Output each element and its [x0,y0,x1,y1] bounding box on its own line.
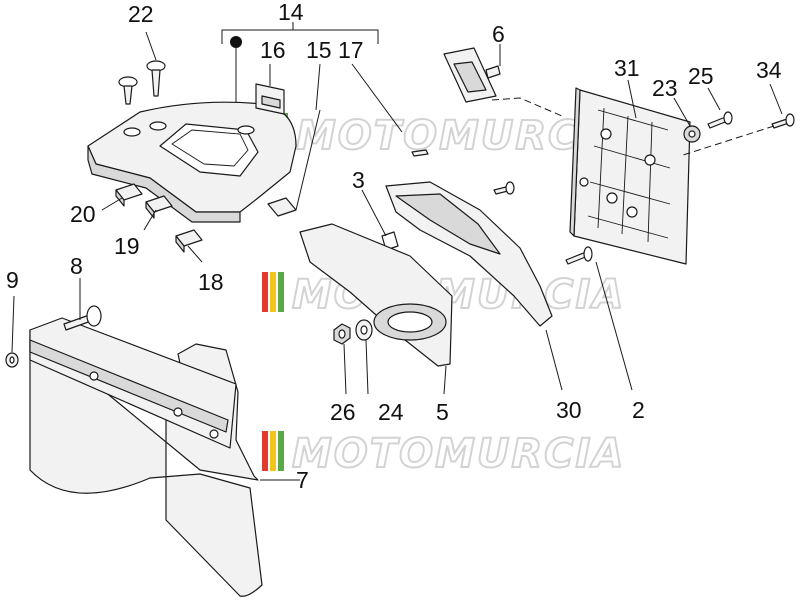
part-6-reflector [443,47,563,117]
callout-5: 5 [436,399,449,425]
callout-labels: 22 14 16 15 17 6 31 23 25 34 3 20 19 18 … [6,0,782,493]
callout-3: 3 [352,167,365,193]
callout-31: 31 [614,55,640,81]
callout-30: 30 [556,397,582,423]
parts-23-25-34-hardware [679,111,795,157]
callout-34: 34 [756,57,782,83]
callout-23: 23 [652,75,678,101]
watermark-text: MOTOMURCIA [296,113,629,159]
group-bracket-14 [221,22,379,108]
callout-9: 9 [6,267,19,293]
callout-17: 17 [338,37,364,63]
watermark-text: MOTOMURCIA [292,431,625,477]
callout-7: 7 [296,467,309,493]
callout-26: 26 [330,399,356,425]
parts-24-26-nut-washer [333,319,373,345]
watermark-top: MOTOMURCIA [266,112,629,160]
part-7-mudflap [5,305,263,597]
callout-25: 25 [688,63,714,89]
callout-18: 18 [198,269,224,295]
part-22-screws [118,60,166,105]
callout-2: 2 [632,397,645,423]
callout-24: 24 [378,399,404,425]
callout-6: 6 [492,21,505,47]
part-16-clip [255,83,285,115]
callout-14: 14 [278,0,304,25]
watermark-bottom: MOTOMURCIA [262,430,625,478]
callout-19: 19 [114,233,140,259]
part-3-light-housing [381,181,553,327]
leader-lines [11,31,783,481]
part-31-plate-bracket [569,87,691,265]
parts-18-19-20-clips [115,183,297,253]
part-5-lower-housing [299,223,453,367]
callout-16: 16 [260,37,286,63]
parts-2-30-screws [411,149,593,265]
rear-tray [87,101,297,223]
callout-20: 20 [70,201,96,227]
callout-8: 8 [70,253,83,279]
callout-15: 15 [306,37,332,63]
callout-22: 22 [128,1,154,27]
